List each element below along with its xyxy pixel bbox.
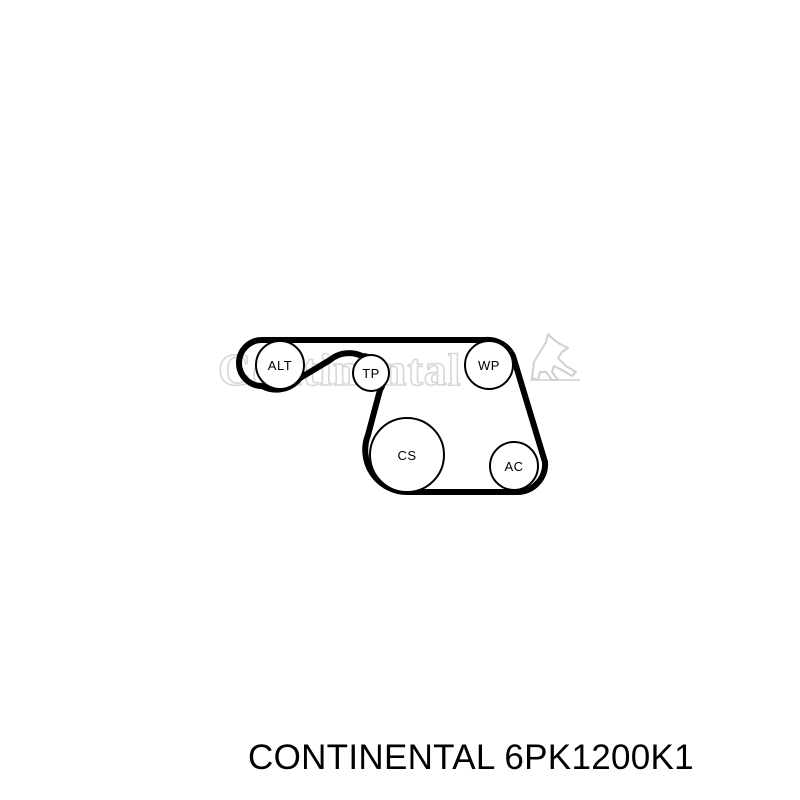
pulley-wp-label: WP [478,358,500,373]
pulley-tp: TP [352,354,390,392]
pulley-ac-label: AC [504,459,523,474]
pulley-ac: AC [489,441,539,491]
pulley-cs-label: CS [397,448,416,463]
part-number-caption: CONTINENTAL 6PK1200K1 [248,738,694,777]
horse-logo-icon [530,333,580,381]
pulley-alt-label: ALT [268,358,292,373]
pulley-cs: CS [369,417,445,493]
pulley-tp-label: TP [362,366,380,381]
pulley-wp: WP [464,340,514,390]
pulley-alt: ALT [255,340,305,390]
